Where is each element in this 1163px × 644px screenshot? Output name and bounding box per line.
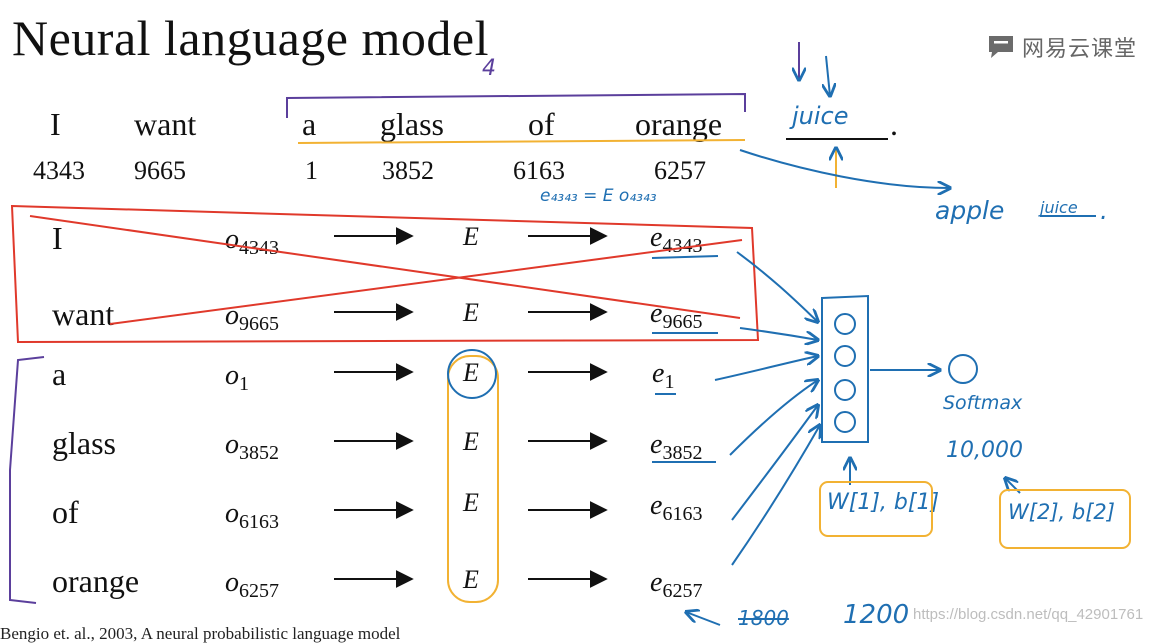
embedding-vector: e4343 (650, 222, 703, 257)
onehot-vector: o1 (225, 360, 249, 395)
sentence-word: of (528, 106, 555, 142)
chat-bubble-icon (989, 36, 1013, 58)
word-index: 4343 (33, 156, 85, 185)
embedding-matrix: E (463, 222, 479, 251)
onehot-to-matrix-arrows (334, 227, 414, 588)
onehot-vector: o6163 (225, 498, 279, 533)
matrix-to-embedding-arrows (528, 227, 608, 588)
embedding-matrix: E (463, 488, 479, 517)
logo: 网易云课堂 (986, 30, 1137, 64)
softmax-label: Softmax (943, 392, 1023, 414)
window-size-note: 4 (482, 56, 496, 81)
sentence-word: I (50, 106, 61, 142)
old-dimension-note: 1800 (738, 606, 789, 630)
logo-text: 网易云课堂 (1022, 37, 1138, 62)
embedding-vector: e9665 (650, 298, 703, 333)
embedding-vector: e6257 (650, 567, 703, 602)
word-index: 6257 (654, 156, 706, 185)
citation: Bengio et. al., 2003, A neural probabili… (0, 624, 401, 643)
onehot-vector: o6257 (225, 567, 279, 602)
apple-period-note: . (1100, 196, 1108, 225)
word-index: 1 (305, 156, 318, 185)
word-index: 3852 (382, 156, 434, 185)
onehot-vector: o3852 (225, 429, 279, 464)
word-index: 6163 (513, 156, 565, 185)
apple-note: apple (935, 196, 1005, 225)
watermark: https://blog.csdn.net/qq_42901761 (913, 606, 1144, 623)
embedding-equation: e₄₃₄₃ = E o₄₃₄₃ (540, 186, 657, 206)
row-word: glass (52, 425, 116, 461)
vocab-size-label: 10,000 (946, 438, 1023, 463)
embedding-matrix: E (463, 427, 479, 456)
sentence-period: . (890, 106, 898, 142)
row-word: a (52, 356, 67, 392)
embedding-vector: e1 (652, 358, 675, 393)
sentence-word: orange (635, 106, 723, 142)
new-dimension-note: 1200 (843, 600, 910, 630)
apple-juice-note: juice (1040, 198, 1078, 217)
onehot-vector: o9665 (225, 300, 279, 335)
sentence-word: want (134, 106, 197, 142)
output-params-label: W[2], b[2] (1008, 500, 1115, 524)
row-word: of (52, 494, 79, 530)
sentence-word: glass (380, 106, 444, 142)
slide-title: Neural language model (12, 10, 489, 66)
row-word: I (52, 220, 63, 256)
embedding-matrix: E (463, 565, 479, 594)
target-word: juice (792, 102, 849, 130)
embedding-vector: e3852 (650, 429, 703, 464)
embedding-matrix: E (463, 358, 479, 387)
onehot-vector: o4343 (225, 224, 279, 259)
word-index: 9665 (134, 156, 186, 185)
hidden-params-label: W[1], b[1] (827, 490, 940, 515)
row-word: want (52, 296, 115, 332)
row-word: orange (52, 563, 140, 599)
embedding-matrix: E (463, 298, 479, 327)
sentence-word: a (302, 106, 317, 142)
embedding-vector: e6163 (650, 490, 703, 525)
